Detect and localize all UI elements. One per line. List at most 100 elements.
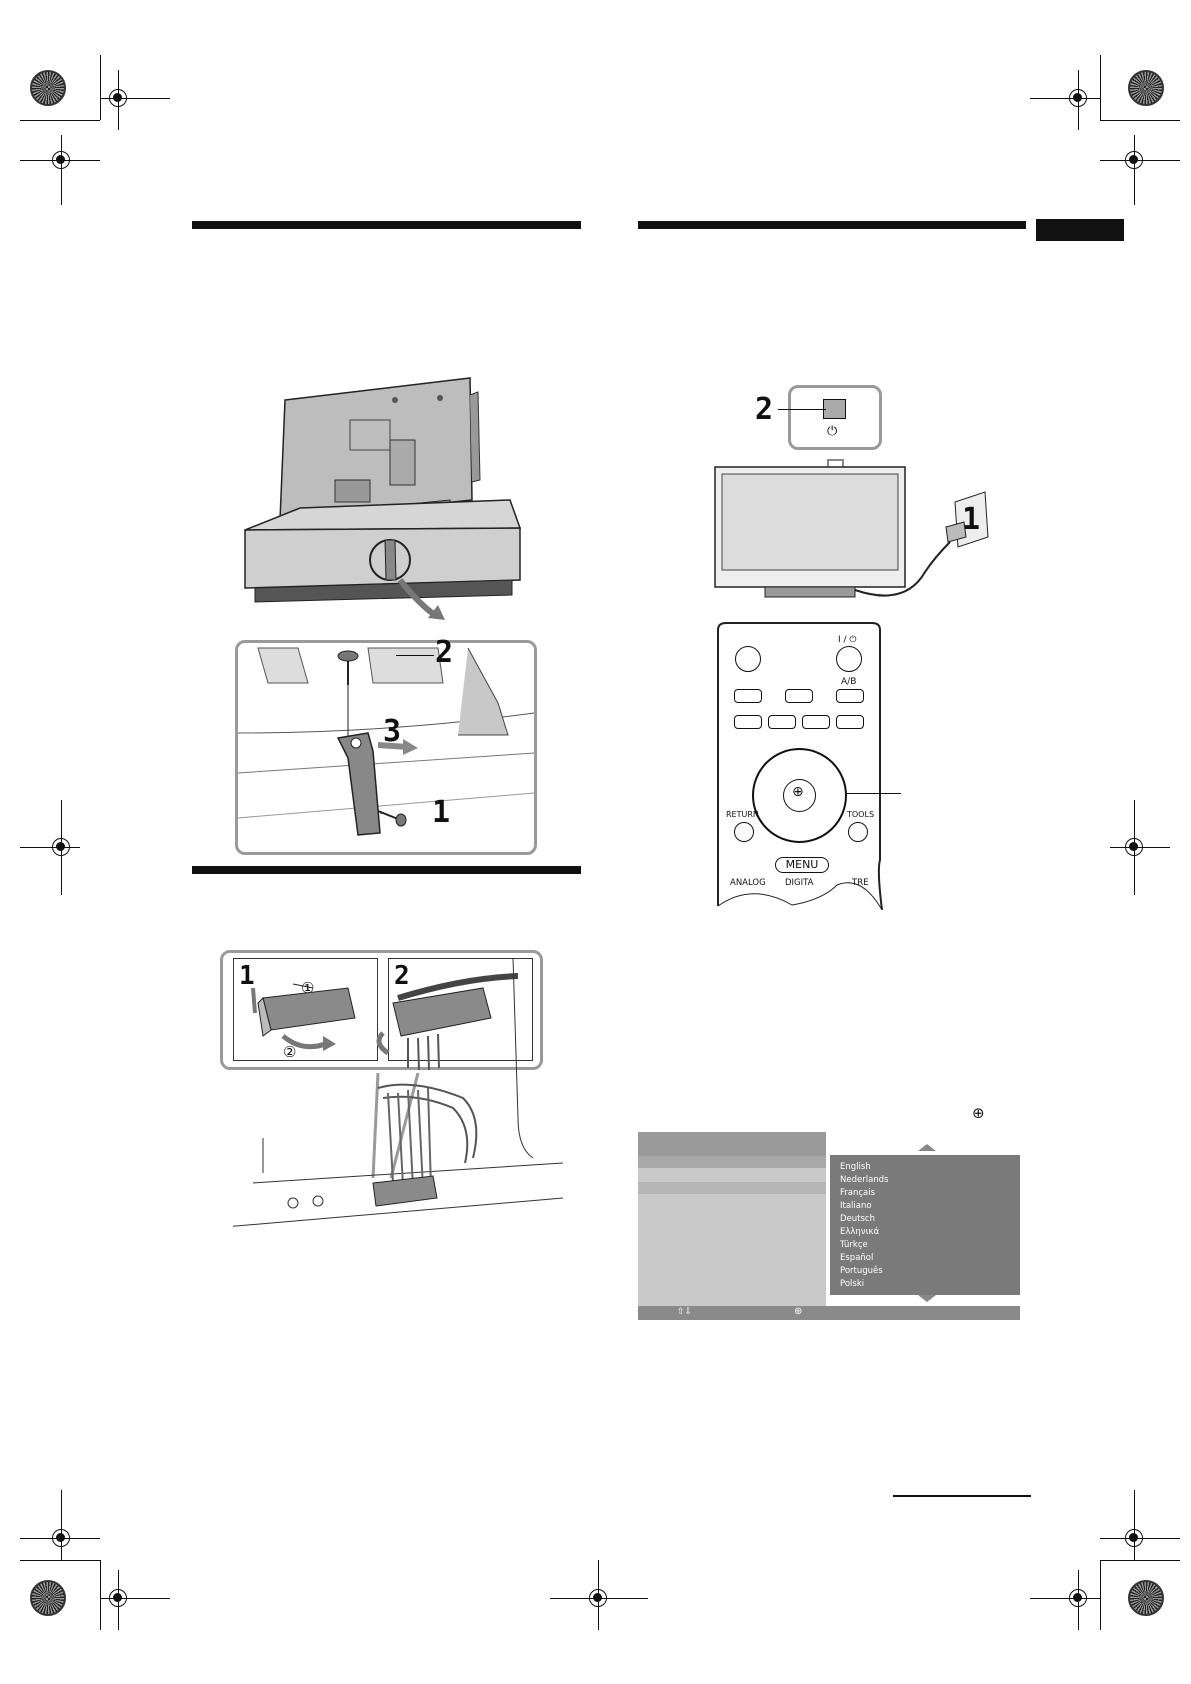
color-registration-wheel-icon xyxy=(30,70,66,106)
crop-line xyxy=(61,135,62,205)
ab-button[interactable] xyxy=(836,689,864,703)
section-rule-left-top xyxy=(192,221,581,229)
blue-button[interactable] xyxy=(836,715,864,729)
footer-rule xyxy=(893,1495,1031,1497)
crop-line xyxy=(1134,135,1135,205)
callout-1: 1 xyxy=(962,502,981,537)
digital-label: DIGITA xyxy=(785,878,814,888)
registration-mark-icon xyxy=(52,151,70,169)
registration-mark-icon xyxy=(1069,1589,1087,1607)
select-icon: ⊕ xyxy=(792,784,804,800)
crop-line xyxy=(100,55,101,120)
menu-row xyxy=(638,1182,826,1194)
power-symbol-icon: ⏻ xyxy=(827,424,838,439)
leader-line xyxy=(846,793,901,794)
tools-button[interactable] xyxy=(848,822,868,842)
cable-holder-step-1-panel xyxy=(233,958,378,1061)
registration-mark-icon xyxy=(52,1529,70,1547)
crop-line xyxy=(61,1490,62,1560)
crop-line xyxy=(20,120,100,121)
tools-label: TOOLS xyxy=(847,810,875,819)
crop-line xyxy=(1134,1490,1135,1560)
language-option[interactable]: Polski xyxy=(840,1279,865,1289)
tv-back-illustration xyxy=(244,377,522,620)
registration-mark-icon xyxy=(1125,151,1143,169)
scroll-up-arrow-icon[interactable] xyxy=(918,1144,936,1151)
green-button[interactable] xyxy=(768,715,796,729)
language-option[interactable]: Português xyxy=(840,1266,883,1276)
crop-line xyxy=(1100,55,1101,120)
tv-power-button[interactable] xyxy=(823,399,846,419)
red-button[interactable] xyxy=(734,715,762,729)
crop-line xyxy=(20,847,80,848)
crop-line xyxy=(100,98,170,99)
centre-label: TRE xyxy=(852,878,869,888)
section-rule-right-top xyxy=(638,221,1026,229)
remote-power-label: I / ⏻ xyxy=(838,635,857,645)
crop-line xyxy=(20,1560,100,1561)
menu-left-panel xyxy=(638,1156,826,1306)
language-option[interactable]: Italiano xyxy=(840,1201,872,1211)
registration-mark-icon xyxy=(109,1589,127,1607)
callout-2: 2 xyxy=(435,635,454,670)
menu-header-bar xyxy=(638,1132,826,1156)
crop-line xyxy=(100,1598,170,1599)
select-icon: ⊕ xyxy=(972,1104,985,1122)
select-icon: ⊕ xyxy=(794,1306,803,1317)
power-button[interactable] xyxy=(836,646,862,672)
menu-label: MENU xyxy=(785,858,819,871)
callout-3: 3 xyxy=(383,714,402,749)
return-button[interactable] xyxy=(734,822,754,842)
remote-body-illustration xyxy=(717,622,883,910)
callout-1: 1 xyxy=(432,795,451,830)
up-down-arrows-icon: ⇧⇩ xyxy=(677,1307,693,1317)
select-button[interactable] xyxy=(783,779,816,812)
cable-holder-detail-box xyxy=(220,950,543,1070)
language-option[interactable]: Español xyxy=(840,1253,874,1263)
color-registration-wheel-icon xyxy=(30,1580,66,1616)
tv-front-illustration xyxy=(714,466,989,598)
freeze-button[interactable] xyxy=(785,689,813,703)
registration-mark-icon xyxy=(1069,89,1087,107)
analog-label: ANALOG xyxy=(730,878,766,888)
menu-selected-row xyxy=(638,1156,826,1168)
registration-mark-icon xyxy=(1125,1529,1143,1547)
crop-line xyxy=(1100,1560,1101,1630)
return-label: RETURN xyxy=(726,810,759,819)
language-option[interactable]: Nederlands xyxy=(840,1175,889,1185)
language-option[interactable]: English xyxy=(840,1162,871,1172)
language-option[interactable]: Ελληνικά xyxy=(840,1227,880,1237)
tv-stand-detail-box xyxy=(235,640,537,855)
chapter-tab xyxy=(1036,219,1124,241)
registration-mark-icon xyxy=(109,89,127,107)
ab-label: A/B xyxy=(841,677,857,687)
registration-mark-icon xyxy=(52,838,70,856)
crop-line xyxy=(1100,120,1180,121)
crop-line xyxy=(1100,1560,1180,1561)
picture-mode-button[interactable] xyxy=(734,689,762,703)
cable-step-2-callout: 2 xyxy=(394,961,410,991)
menu-footer-bar xyxy=(638,1306,1020,1320)
leader-line xyxy=(778,409,826,410)
strap-detail-illustration xyxy=(238,647,534,836)
color-registration-wheel-icon xyxy=(1128,70,1164,106)
section-rule-left-mid xyxy=(192,866,581,874)
cable-holder-step-2-panel xyxy=(388,958,533,1061)
language-option[interactable]: Türkçe xyxy=(840,1240,868,1250)
language-list: English Nederlands Français Italiano Deu… xyxy=(830,1155,1020,1295)
menu-button[interactable]: MENU xyxy=(775,857,829,873)
yellow-button[interactable] xyxy=(802,715,830,729)
color-registration-wheel-icon xyxy=(1128,1580,1164,1616)
registration-mark-icon xyxy=(589,1589,607,1607)
crop-line xyxy=(1030,1598,1100,1599)
scroll-down-arrow-icon[interactable] xyxy=(918,1295,936,1302)
crop-line xyxy=(1030,98,1100,99)
crop-line xyxy=(100,1560,101,1630)
cable-step-1-callout: 1 xyxy=(239,961,255,991)
language-option[interactable]: Deutsch xyxy=(840,1214,875,1224)
callout-2: 2 xyxy=(755,392,774,427)
leader-line xyxy=(396,655,434,656)
language-option[interactable]: Français xyxy=(840,1188,876,1198)
power-button-zoom-box xyxy=(788,385,882,450)
teletext-button[interactable] xyxy=(735,646,761,672)
